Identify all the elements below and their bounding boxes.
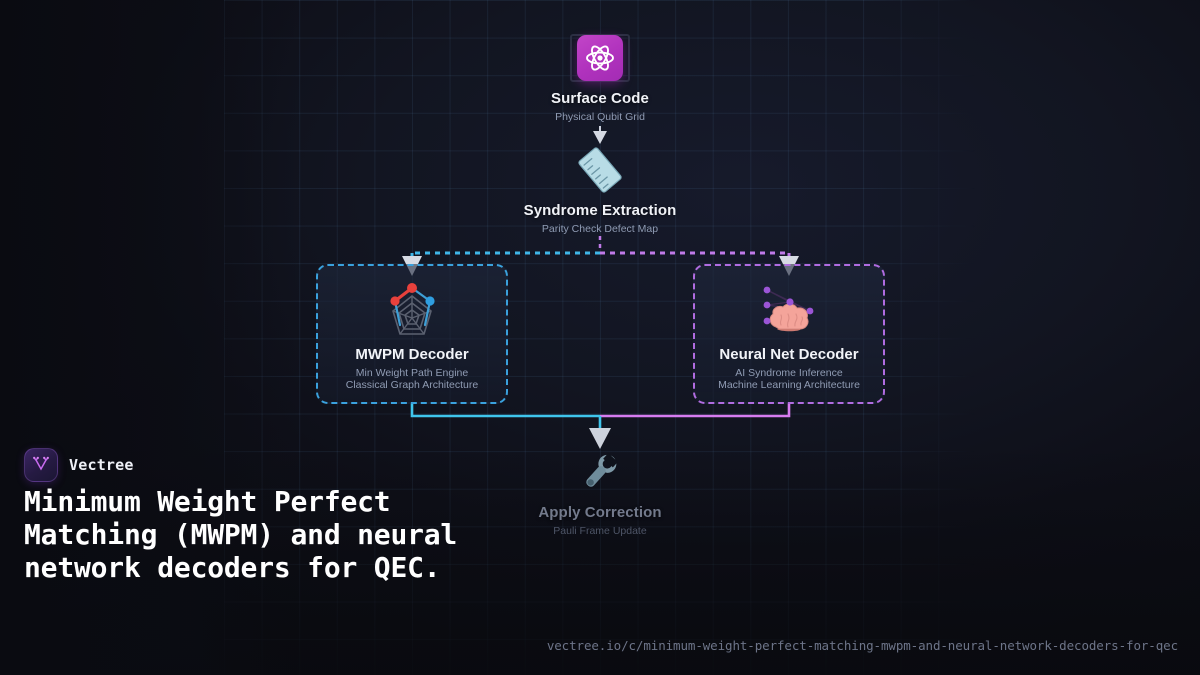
brand-name: Vectree	[69, 456, 134, 474]
decoder-subtitle-1: AI Syndrome Inference	[735, 367, 843, 379]
decoder-subtitle-1: Min Weight Path Engine	[355, 367, 469, 379]
correction-icon-wrap	[460, 442, 740, 502]
node-apply-correction[interactable]: Apply Correction Pauli Frame Update	[460, 442, 740, 537]
node-title: Surface Code	[551, 90, 649, 107]
node-surface-code[interactable]: Surface Code Physical Qubit Grid	[470, 28, 730, 123]
edge-decoders-to-correction	[410, 403, 791, 449]
source-url: vectree.io/c/minimum-weight-perfect-matc…	[546, 638, 1178, 653]
edge-surface-to-syndrome	[593, 126, 607, 144]
ruler-icon	[578, 147, 622, 193]
wrench-icon	[586, 453, 618, 487]
syndrome-icon-wrap	[450, 140, 750, 200]
node-mwpm-decoder[interactable]: MWPM Decoder Min Weight Path Engine Clas…	[316, 264, 508, 404]
node-syndrome-extraction[interactable]: Syndrome Extraction Parity Check Defect …	[450, 140, 750, 235]
node-neural-net-decoder[interactable]: Neural Net Decoder AI Syndrome Inference…	[693, 264, 885, 404]
brand-lockup: Vectree	[24, 448, 134, 482]
vectree-logo-icon	[24, 448, 58, 482]
node-title: Syndrome Extraction	[523, 202, 677, 219]
page-title: Minimum Weight Perfect Matching (MWPM) a…	[24, 485, 458, 584]
decoder-title: MWPM Decoder	[355, 346, 469, 363]
brain-network-icon	[763, 286, 814, 332]
node-title: Apply Correction	[538, 504, 662, 521]
node-subtitle: Physical Qubit Grid	[555, 111, 645, 123]
atom-frame	[570, 34, 630, 82]
atom-icon	[577, 35, 623, 81]
node-subtitle: Pauli Frame Update	[553, 525, 647, 537]
node-subtitle: Parity Check Defect Map	[541, 223, 659, 235]
surface-code-icon-wrap	[470, 28, 730, 88]
spider-web-graph-icon	[390, 283, 435, 335]
decoder-subtitle-2: Machine Learning Architecture	[718, 379, 860, 391]
decoder-title: Neural Net Decoder	[719, 346, 859, 363]
decoder-subtitle-2: Classical Graph Architecture	[345, 379, 479, 391]
